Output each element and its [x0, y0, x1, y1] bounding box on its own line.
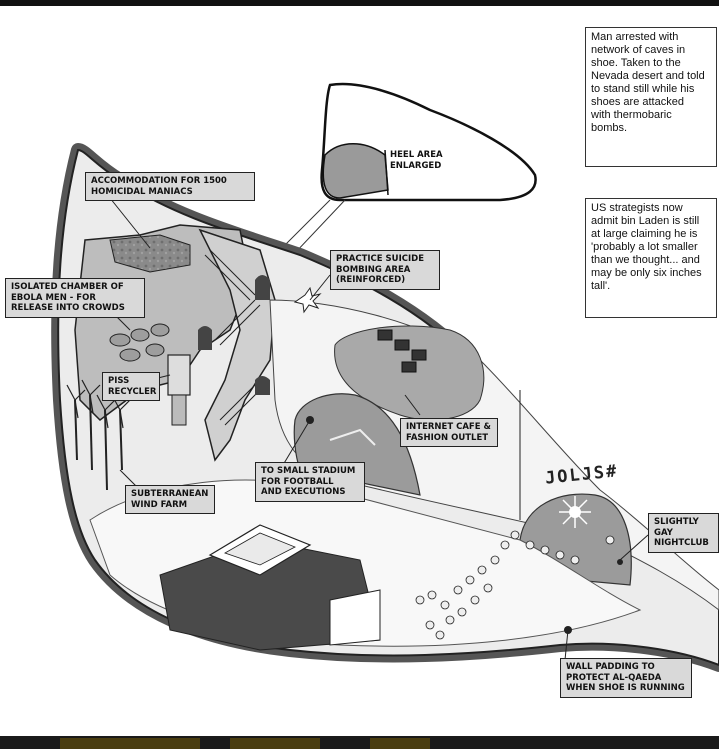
strategists-note: US strategists now admit bin Laden is st… [585, 198, 717, 318]
wall-padding-label: WALL PADDING TO PROTECT AL-QAEDA WHEN SH… [560, 658, 692, 698]
arrest-note: Man arrested with network of caves in sh… [585, 27, 717, 167]
bottom-border [0, 736, 719, 749]
wind-farm-label: SUBTERRANEAN WIND FARM [125, 485, 215, 514]
shoe-drawing [320, 82, 537, 202]
suicide-bombing-label: PRACTICE SUICIDE BOMBING AREA (REINFORCE… [330, 250, 440, 290]
stadium-label: TO SMALL STADIUM FOR FOOTBALL AND EXECUT… [255, 462, 365, 502]
internet-cafe-label: INTERNET CAFE & FASHION OUTLET [400, 418, 498, 447]
heel-area-label: HEEL AREA ENLARGED [390, 150, 443, 171]
top-border [0, 0, 719, 6]
piss-recycler-label: PISS RECYCLER [102, 372, 160, 401]
ebola-chamber-label: ISOLATED CHAMBER OF EBOLA MEN - FOR RELE… [5, 278, 145, 318]
accommodation-label: ACCOMMODATION FOR 1500 HOMICIDAL MANIACS [85, 172, 255, 201]
nightclub-label: SLIGHTLY GAY NIGHTCLUB [648, 513, 719, 553]
